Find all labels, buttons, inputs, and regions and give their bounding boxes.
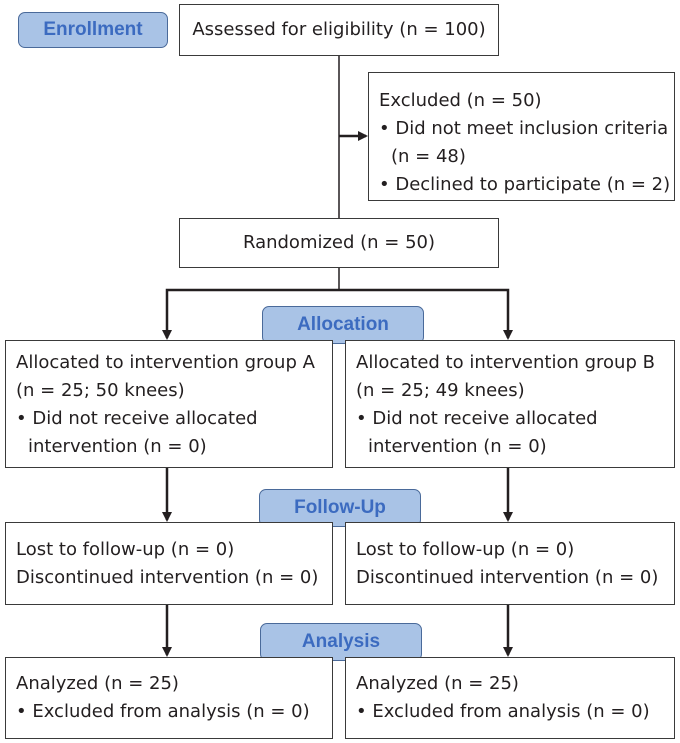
group-b-lost: Lost to follow-up (n = 0)	[356, 539, 575, 560]
group-b-analysis-box: Analyzed (n = 25) Excluded from analysis…	[345, 657, 675, 739]
stage-allocation: Allocation	[262, 306, 424, 344]
group-a-allocated-count: (n = 25; 50 knees)	[16, 380, 185, 401]
group-b-allocation-box: Allocated to intervention group B (n = 2…	[345, 340, 675, 468]
group-b-allocated-count: (n = 25; 49 knees)	[356, 380, 525, 401]
excluded-reason-declined: Declined to participate (n = 2)	[379, 171, 670, 199]
group-a-excluded-analysis: Excluded from analysis (n = 0)	[16, 698, 322, 726]
group-a-followup-box: Lost to follow-up (n = 0) Discontinued i…	[5, 522, 333, 605]
excluded-reason-criteria: Did not meet inclusion criteria	[379, 115, 668, 143]
group-a-allocated: Allocated to intervention group A	[16, 352, 315, 373]
connector-split-a	[162, 288, 339, 340]
assessed-label: Assessed for eligibility (n = 100)	[192, 19, 486, 40]
group-b-not-received-count: intervention (n = 0)	[368, 436, 547, 457]
group-b-allocated: Allocated to intervention group B	[356, 352, 655, 373]
group-a-analyzed: Analyzed (n = 25)	[16, 673, 179, 694]
stage-follow-up: Follow-Up	[259, 489, 421, 527]
group-a-analysis-box: Analyzed (n = 25) Excluded from analysis…	[5, 657, 333, 739]
excluded-reason-criteria-count: (n = 48)	[391, 146, 466, 167]
group-b-excluded-analysis: Excluded from analysis (n = 0)	[356, 698, 664, 726]
group-b-not-received: Did not receive allocated	[356, 405, 664, 433]
group-b-analyzed: Analyzed (n = 25)	[356, 673, 519, 694]
group-a-allocation-box: Allocated to intervention group A (n = 2…	[5, 340, 333, 468]
group-a-not-received: Did not receive allocated	[16, 405, 322, 433]
randomized-box: Randomized (n = 50)	[179, 218, 499, 268]
group-b-discontinued: Discontinued intervention (n = 0)	[356, 567, 659, 588]
stage-enrollment: Enrollment	[18, 12, 168, 48]
group-a-not-received-count: intervention (n = 0)	[28, 436, 207, 457]
stage-analysis: Analysis	[260, 623, 422, 661]
assessed-box: Assessed for eligibility (n = 100)	[179, 4, 499, 56]
group-a-lost: Lost to follow-up (n = 0)	[16, 539, 235, 560]
group-a-discontinued: Discontinued intervention (n = 0)	[16, 567, 319, 588]
randomized-label: Randomized (n = 50)	[242, 232, 436, 253]
connector-split-b	[339, 288, 513, 340]
excluded-title: Excluded (n = 50)	[379, 90, 542, 111]
excluded-box: Excluded (n = 50) Did not meet inclusion…	[368, 72, 675, 201]
group-b-followup-box: Lost to follow-up (n = 0) Discontinued i…	[345, 522, 675, 605]
